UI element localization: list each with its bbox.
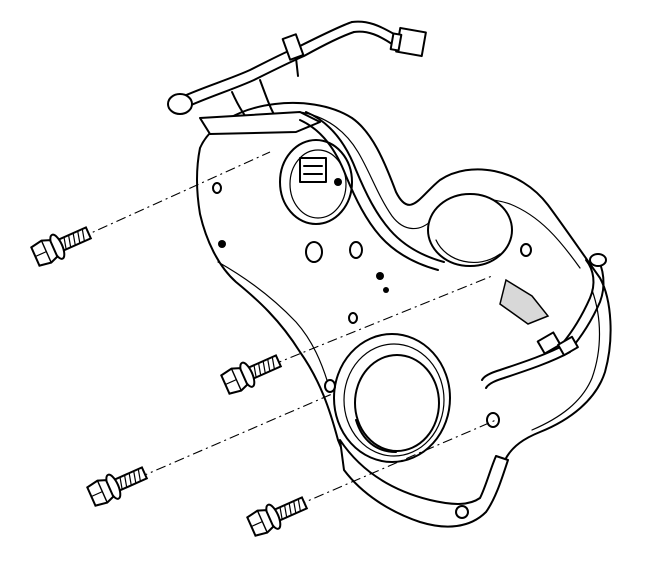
cover-right-rim xyxy=(531,289,601,431)
hole-3 xyxy=(212,182,222,194)
hole-4 xyxy=(348,312,358,324)
right-boss xyxy=(427,193,513,267)
bolt-hex-facet xyxy=(251,521,263,528)
bolt-4 xyxy=(246,496,309,537)
cam-sensor-ribs xyxy=(303,165,323,175)
stud-1 xyxy=(376,272,384,280)
stud-2 xyxy=(218,240,226,248)
bolt-thread xyxy=(81,228,86,242)
bolt-1 xyxy=(30,226,93,267)
harness-lower-clip xyxy=(536,331,562,355)
leader-bolt-3 xyxy=(137,393,333,479)
bolt-hex-edge xyxy=(230,368,242,391)
leader-lines xyxy=(79,151,497,507)
seal-mid-ring xyxy=(343,343,445,457)
harness-right-drop xyxy=(561,259,595,345)
cover-lower-flange xyxy=(339,439,509,528)
harness-lower-run-2 xyxy=(485,351,571,389)
harness-end-collar xyxy=(389,32,403,52)
hole-6 xyxy=(520,243,532,257)
harness-left-loop xyxy=(167,93,193,115)
cam-opening-inner xyxy=(289,149,347,219)
bolt-thread xyxy=(128,473,132,486)
bolt-thread xyxy=(63,237,67,250)
hole-7 xyxy=(324,379,336,393)
harness-clip-post xyxy=(295,57,299,77)
hole-8 xyxy=(455,505,469,519)
harness-clip xyxy=(281,33,305,61)
bolt-thread xyxy=(133,470,137,484)
bolt-hex-facet xyxy=(35,251,47,258)
bolts-group xyxy=(30,226,309,537)
harness-right-tip xyxy=(589,253,607,267)
bolt-thread xyxy=(297,498,302,512)
bolt-thread xyxy=(257,363,262,376)
right-boss-shadow xyxy=(435,239,501,263)
harness-lower-clip-2 xyxy=(557,335,579,357)
bolt-thread xyxy=(67,235,72,248)
bolt-thread xyxy=(293,500,297,514)
hole-2 xyxy=(349,241,363,259)
cover-inner-edge xyxy=(299,111,581,269)
harness-tail-1 xyxy=(351,20,395,35)
seal-bore xyxy=(354,354,440,452)
harness-lower-run xyxy=(481,343,567,381)
harness-route-inner xyxy=(305,111,445,263)
bolt-thread xyxy=(77,230,81,244)
bolt-thread xyxy=(271,356,276,370)
crank-seal-opening xyxy=(333,333,451,463)
leader-bolt-1 xyxy=(79,151,271,239)
cover-holes xyxy=(212,182,532,519)
seal-shadow-arc xyxy=(355,419,397,453)
cam-sensor-fastener xyxy=(334,178,342,186)
bolt-thread xyxy=(279,507,283,520)
harness-right-drop-2 xyxy=(569,255,605,351)
bolt-thread xyxy=(119,477,123,490)
bolt-thread xyxy=(253,365,257,378)
hole-5 xyxy=(486,412,500,428)
leader-bolt-4 xyxy=(295,419,497,507)
bolt-thread xyxy=(137,468,142,482)
bolt-3 xyxy=(86,466,149,507)
bolt-thread xyxy=(72,233,76,246)
bolt-hex-facet xyxy=(225,379,237,386)
bolt-thread xyxy=(283,505,288,518)
crank-sensor-connector xyxy=(499,278,550,325)
harness-trunk-lower xyxy=(179,31,355,111)
harness-tail-2 xyxy=(353,30,393,45)
bolt-thread xyxy=(267,358,271,372)
front-cover xyxy=(196,101,612,528)
cover-panel-step xyxy=(217,261,331,391)
bolt-thread xyxy=(262,361,266,374)
harness-trunk-upper xyxy=(174,21,353,101)
bolt-hex-edge xyxy=(256,510,268,533)
hole-1 xyxy=(305,241,323,263)
harness-bracket-plate xyxy=(199,111,321,135)
right-boss-outer xyxy=(427,193,513,267)
bolt-thread xyxy=(288,503,292,516)
bolt-2 xyxy=(220,354,283,395)
bolt-hex-facet xyxy=(91,491,103,498)
wiring-harness xyxy=(167,20,607,389)
harness-route-outer xyxy=(299,119,439,271)
stud-3 xyxy=(383,287,389,293)
bolt-thread xyxy=(123,475,128,488)
cam-sensor-connector xyxy=(299,157,327,183)
